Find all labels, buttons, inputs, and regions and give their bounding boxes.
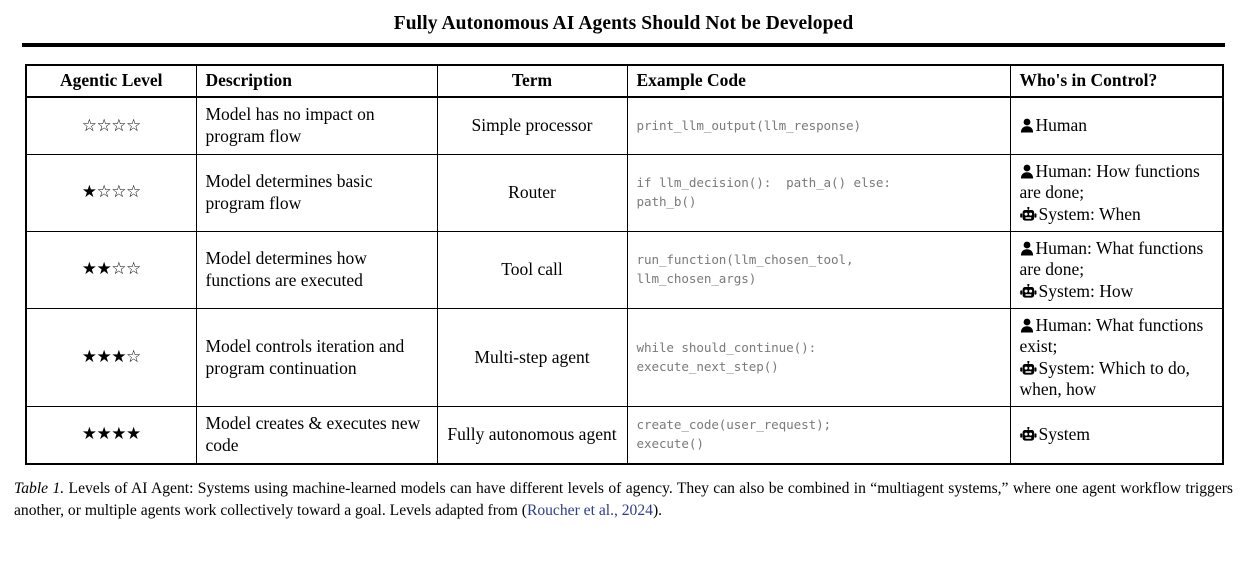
robot-icon	[1019, 360, 1037, 376]
title-rule	[22, 43, 1225, 48]
cell-description: Model determines how functions are execu…	[195, 230, 438, 309]
cell-example-code: print_llm_output(llm_response)	[626, 96, 1011, 155]
star-filled: ★	[96, 424, 112, 444]
cell-term: Multi-step agent	[436, 307, 628, 408]
star-empty: ☆	[126, 259, 141, 279]
control-entry: System: Which to do, when, how	[1020, 358, 1214, 401]
control-entry: Human: What functions are done;	[1020, 238, 1214, 281]
star-empty: ☆	[111, 115, 126, 135]
star-empty: ☆	[96, 182, 112, 202]
star-filled: ★	[96, 347, 112, 367]
cell-term: Fully autonomous agent	[436, 406, 628, 465]
star-filled: ★	[126, 424, 141, 444]
star-empty: ☆	[81, 115, 97, 135]
agentic-level-stars: ☆☆☆☆	[82, 116, 141, 135]
column-header-description: Description	[195, 64, 438, 99]
agentic-level-stars: ★★★☆	[82, 347, 141, 366]
star-filled: ★	[111, 347, 126, 367]
caption-label: Table 1.	[14, 479, 65, 497]
control-entry-text: System: Which to do, when, how	[1019, 357, 1190, 399]
cell-who-in-control: Human: What functions exist;System: Whic…	[1009, 307, 1224, 408]
cell-agentic-level: ★☆☆☆	[25, 153, 197, 232]
agentic-level-stars: ★☆☆☆	[82, 182, 141, 201]
agentic-level-stars: ★★★★	[82, 424, 141, 443]
control-entry-text: System: When	[1038, 203, 1141, 224]
control-entry: System: When	[1019, 203, 1214, 225]
column-header-who-in-control: Who's in Control?	[1009, 64, 1224, 99]
table-row: ★★★☆Model controls iteration and program…	[25, 307, 1224, 408]
control-entry: System	[1019, 424, 1214, 445]
cell-example-code: create_code(user_request); execute()	[626, 406, 1011, 465]
cell-who-in-control: Human: What functions are done;System: H…	[1009, 230, 1224, 309]
person-icon	[1020, 241, 1034, 256]
control-entry-text: System: How	[1038, 280, 1134, 301]
cell-agentic-level: ★★★★	[25, 406, 197, 465]
control-entry-text: Human: How functions are done;	[1019, 160, 1200, 203]
column-header-term: Term	[436, 64, 628, 99]
cell-who-in-control: Human	[1009, 96, 1224, 155]
agentic-level-stars: ★★☆☆	[82, 259, 141, 278]
control-entry-text: Human: What functions are done;	[1019, 237, 1204, 280]
cell-example-code: run_function(llm_chosen_tool, llm_chosen…	[626, 230, 1011, 309]
control-entry-text: Human	[1035, 115, 1088, 136]
person-icon	[1020, 318, 1034, 333]
star-filled: ★	[81, 259, 97, 279]
control-entry: Human: How functions are done;	[1020, 161, 1214, 204]
star-empty: ☆	[126, 115, 141, 135]
star-filled: ★	[81, 182, 97, 202]
person-icon	[1020, 164, 1034, 179]
control-entry-text: Human: What functions exist;	[1019, 314, 1204, 357]
column-header-example-code: Example Code	[626, 64, 1011, 99]
cell-description: Model determines basic program flow	[195, 153, 438, 232]
cell-example-code: if llm_decision(): path_a() else: path_b…	[626, 153, 1011, 232]
cell-agentic-level: ★★★☆	[25, 307, 197, 408]
control-entry: Human: What functions exist;	[1020, 315, 1214, 358]
cell-example-code: while should_continue(): execute_next_st…	[626, 307, 1011, 408]
table-header-row: Agentic Level Description Term Example C…	[25, 64, 1224, 99]
control-entry: System: How	[1019, 280, 1214, 302]
column-header-agentic-level: Agentic Level	[25, 64, 197, 99]
cell-who-in-control: System	[1009, 406, 1224, 465]
cell-description: Model creates & executes new code	[195, 406, 438, 465]
table-container: Agentic Level Description Term Example C…	[25, 64, 1224, 465]
robot-icon	[1019, 206, 1037, 222]
control-entry: Human	[1020, 115, 1214, 136]
control-entry-text: System	[1038, 424, 1091, 445]
person-icon	[1020, 118, 1034, 133]
agentic-levels-table: Agentic Level Description Term Example C…	[25, 64, 1224, 465]
page-title: Fully Autonomous AI Agents Should Not be…	[393, 13, 854, 34]
caption-citation-link[interactable]: Roucher et al., 2024	[526, 501, 653, 519]
star-empty: ☆	[111, 259, 126, 279]
caption-body-before-cite: Levels of AI Agent: Systems using machin…	[14, 479, 1233, 519]
table-caption: Table 1. Levels of AI Agent: Systems usi…	[14, 478, 1233, 522]
cell-agentic-level: ☆☆☆☆	[25, 96, 197, 155]
cell-description: Model has no impact on program flow	[195, 96, 438, 155]
star-filled: ★	[81, 347, 97, 367]
cell-description: Model controls iteration and program con…	[195, 307, 438, 408]
star-filled: ★	[81, 424, 97, 444]
caption-body-after-cite: ).	[652, 501, 663, 519]
robot-icon	[1019, 283, 1037, 299]
cell-who-in-control: Human: How functions are done;System: Wh…	[1009, 153, 1224, 232]
robot-icon	[1019, 427, 1037, 442]
star-empty: ☆	[96, 115, 112, 135]
star-empty: ☆	[111, 182, 126, 202]
star-filled: ★	[111, 424, 126, 444]
cell-term: Router	[436, 153, 628, 232]
cell-term: Simple processor	[436, 96, 628, 155]
cell-agentic-level: ★★☆☆	[25, 230, 197, 309]
star-empty: ☆	[126, 347, 141, 367]
star-empty: ☆	[126, 182, 141, 202]
table-row: ★★☆☆Model determines how functions are e…	[25, 230, 1224, 309]
star-filled: ★	[96, 259, 112, 279]
cell-term: Tool call	[436, 230, 628, 309]
